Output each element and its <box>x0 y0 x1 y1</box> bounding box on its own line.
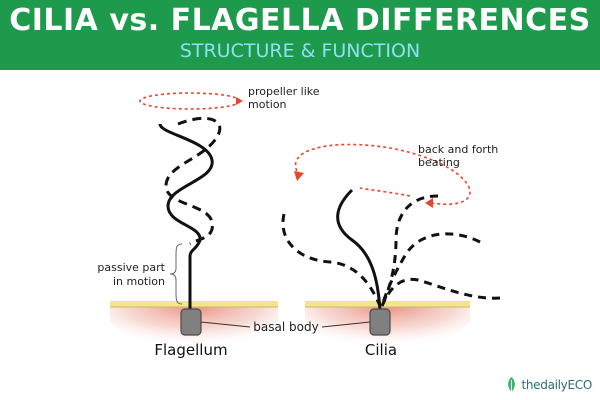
cilia-basal-body <box>369 308 391 336</box>
cilium-solid <box>336 188 382 311</box>
propeller-arrowhead <box>236 97 243 105</box>
beating-label-line2: beating <box>418 156 460 169</box>
header-banner: CILIA vs. FLAGELLA DIFFERENCES STRUCTURE… <box>0 0 600 70</box>
page-subtitle: STRUCTURE & FUNCTION <box>179 40 421 62</box>
propeller-label-line1: propeller like <box>248 85 320 98</box>
basal-body-label: basal body <box>253 320 318 334</box>
propeller-label-line2: motion <box>248 98 287 111</box>
beating-label-line1: back and forth <box>418 143 498 156</box>
beating-arrowhead-left <box>294 171 304 181</box>
cilium-dashed-4 <box>380 277 501 307</box>
brand-logo-text: thedailyECO <box>521 378 592 392</box>
page-title: CILIA vs. FLAGELLA DIFFERENCES <box>9 3 591 38</box>
propeller-motion-arrow <box>139 92 241 110</box>
beating-motion-return <box>359 187 411 197</box>
brand-logo: thedailyECO <box>506 376 592 394</box>
cilia-label: Cilia <box>365 341 397 359</box>
beating-motion-arrow <box>294 143 471 206</box>
flagellum-basal-body <box>180 308 202 336</box>
beating-arrowhead-right <box>425 198 433 208</box>
basal-body-pointer-right <box>321 321 371 328</box>
passive-label-line1: passive part <box>97 261 165 274</box>
leaf-icon <box>508 377 516 393</box>
flagellum-helix-dashed <box>164 116 222 246</box>
cilium-dashed-1 <box>281 213 382 307</box>
flagellum-label: Flagellum <box>154 341 227 359</box>
flagellum-helix-solid <box>158 123 214 257</box>
basal-body-pointer-left <box>200 321 251 328</box>
membrane-left <box>110 301 278 307</box>
cilium-dashed-2 <box>380 194 439 307</box>
passive-part-brace <box>169 243 183 305</box>
membrane-right <box>305 301 470 307</box>
passive-label-line2: in motion <box>113 275 165 288</box>
